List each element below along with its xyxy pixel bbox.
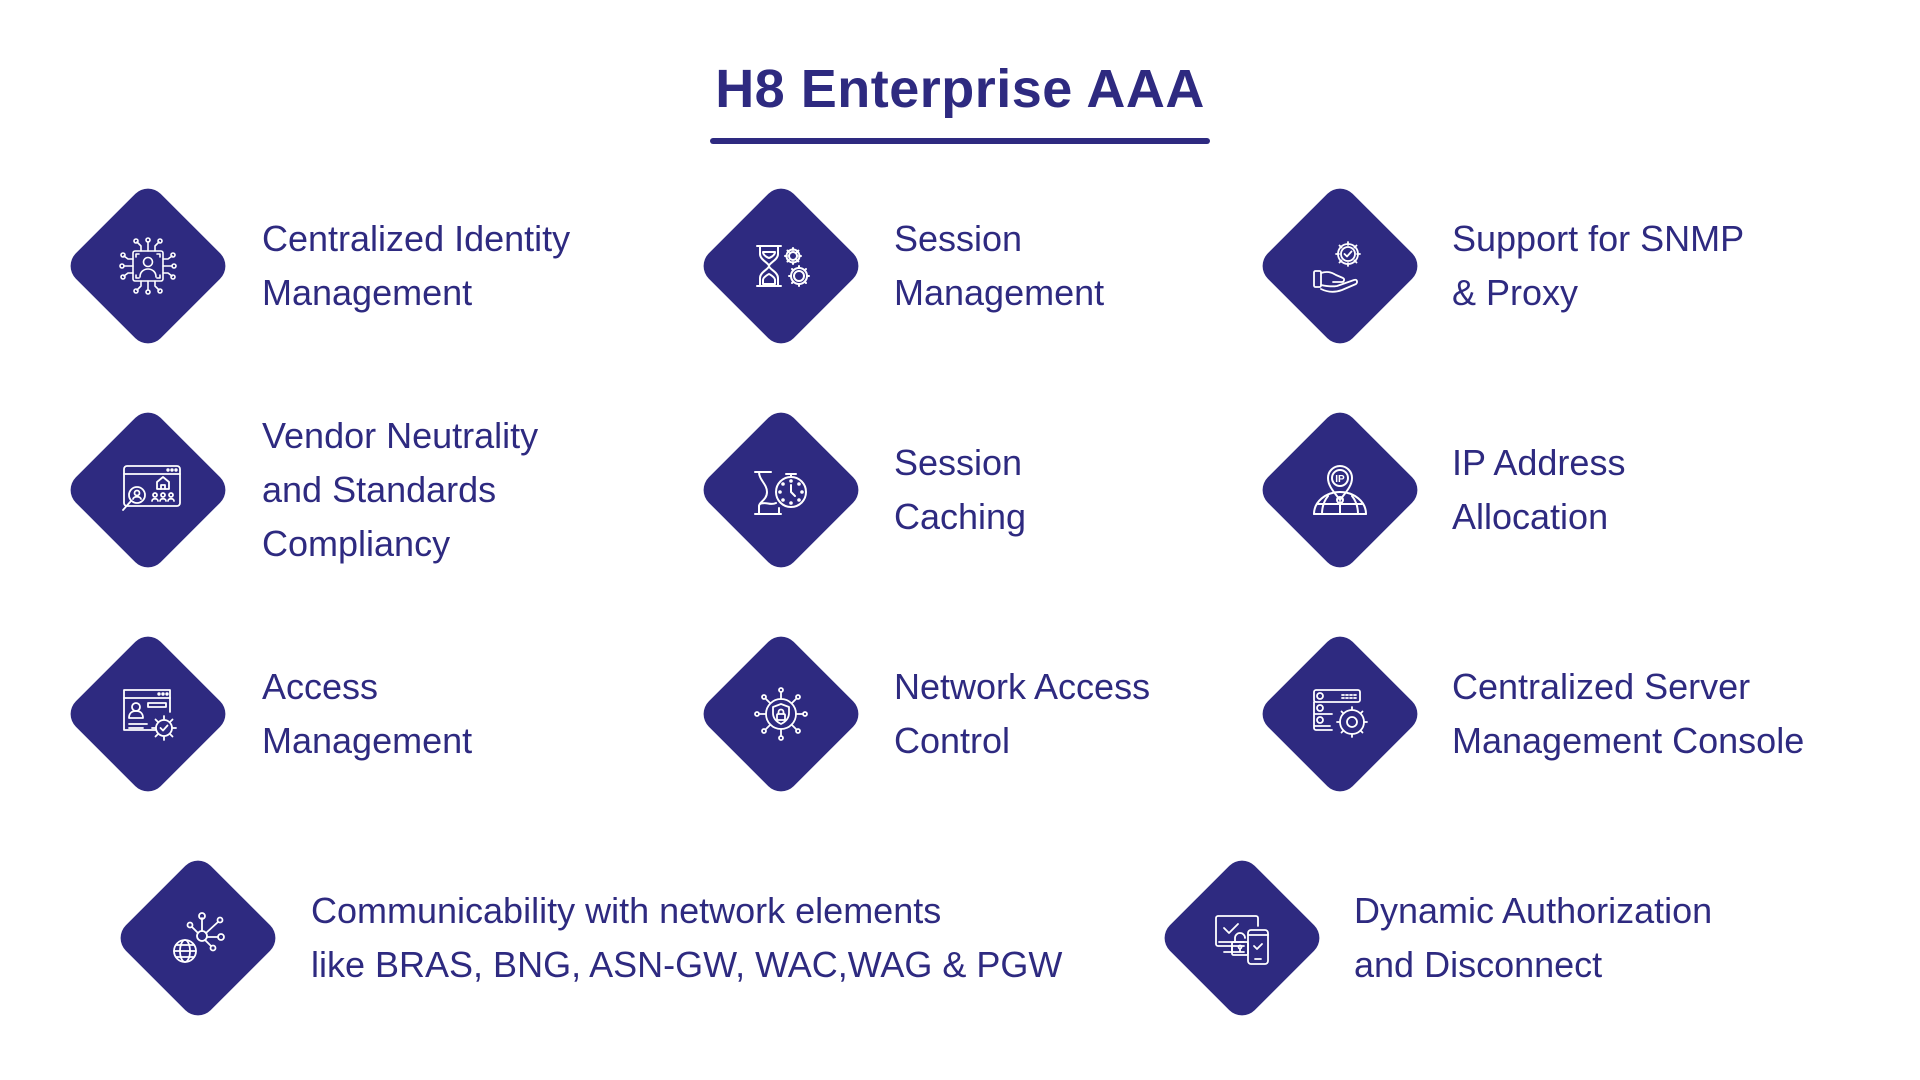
feature-label-line: & Proxy: [1452, 272, 1579, 313]
feature-label: Session Caching: [894, 436, 1026, 544]
feature-label-line: Centralized Identity: [262, 218, 571, 259]
feature-label-line: Management: [262, 272, 473, 313]
feature-badge: [1255, 181, 1425, 351]
feature-label-line: Management Console: [1452, 720, 1805, 761]
feature-badge: [1157, 853, 1327, 1023]
feature-label-line: Compliancy: [262, 523, 451, 564]
feature-label-line: Allocation: [1452, 496, 1609, 537]
hand-gear-check-icon: [1300, 226, 1380, 306]
feature-label-line: Network Access: [894, 666, 1151, 707]
browser-search-users-icon: [108, 450, 188, 530]
feature-label-line: Management: [894, 272, 1105, 313]
feature-badge: [113, 853, 283, 1023]
feature-label-line: Centralized Server: [1452, 666, 1751, 707]
feature-badge: [63, 405, 233, 575]
feature-label: Centralized Identity Management: [262, 212, 570, 320]
feature-label: Support for SNMP & Proxy: [1452, 212, 1744, 320]
feature-label: Session Management: [894, 212, 1104, 320]
feature-label-line: Access: [262, 666, 379, 707]
feature-label: Dynamic Authorization and Disconnect: [1354, 884, 1712, 992]
feature-label: Communicability with network elements li…: [311, 884, 1062, 992]
hourglass-gears-icon: [741, 226, 821, 306]
feature-label-line: Caching: [894, 496, 1027, 537]
feature-label-line: Support for SNMP: [1452, 218, 1745, 259]
svg-text:IP: IP: [1335, 474, 1345, 485]
page-title: H8 Enterprise AAA: [715, 59, 1205, 119]
feature-label: Centralized Server Management Console: [1452, 660, 1804, 768]
feature-badge: [63, 629, 233, 799]
server-gear-icon: [1300, 674, 1380, 754]
feature-label-line: and Standards: [262, 469, 497, 510]
feature-label-line: like BRAS, BNG, ASN-GW, WAC,WAG & PGW: [311, 944, 1063, 985]
feature-label-line: Communicability with network elements: [311, 890, 942, 931]
feature-badge: [696, 181, 866, 351]
feature-label-line: IP Address: [1452, 442, 1626, 483]
title-underline: [710, 138, 1210, 144]
feature-label-line: Session: [894, 218, 1023, 259]
profile-gear-check-icon: [108, 674, 188, 754]
feature-badge: [1255, 629, 1425, 799]
feature-badge: [696, 405, 866, 575]
feature-label: Network Access Control: [894, 660, 1150, 768]
feature-label-line: Dynamic Authorization: [1354, 890, 1713, 931]
feature-label: Vendor Neutrality and Standards Complian…: [262, 409, 538, 571]
feature-badge: IP: [1255, 405, 1425, 575]
feature-label-line: Control: [894, 720, 1011, 761]
hourglass-stopwatch-icon: [741, 450, 821, 530]
ip-location-globe-icon: IP: [1300, 450, 1380, 530]
globe-network-nodes-icon: [158, 898, 238, 978]
feature-label-line: Session: [894, 442, 1023, 483]
shield-lock-network-icon: [741, 674, 821, 754]
feature-label: IP Address Allocation: [1452, 436, 1625, 544]
feature-label-line: and Disconnect: [1354, 944, 1603, 985]
feature-badge: [696, 629, 866, 799]
feature-label-line: Management: [262, 720, 473, 761]
feature-badge: [63, 181, 233, 351]
identity-network-icon: [108, 226, 188, 306]
devices-lock-check-icon: [1202, 898, 1282, 978]
feature-label-line: Vendor Neutrality: [262, 415, 539, 456]
feature-label: Access Management: [262, 660, 472, 768]
